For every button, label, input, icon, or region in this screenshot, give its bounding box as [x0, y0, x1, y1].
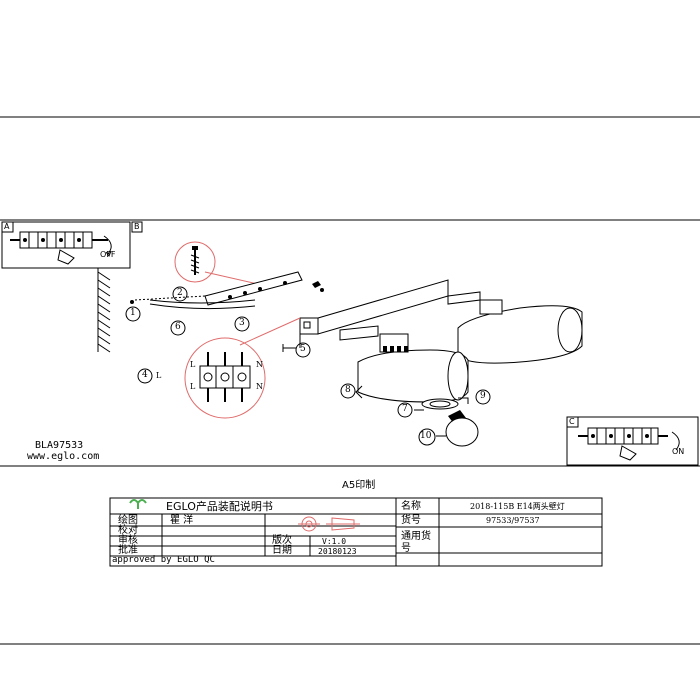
eglo-logo-icon	[129, 499, 147, 509]
goods-no-value: 97533/97537	[486, 516, 540, 525]
step-4: 4	[142, 370, 148, 380]
step-2: 2	[177, 288, 183, 298]
name-value: 2018-115B E14两头壁灯	[470, 502, 565, 511]
label-reviewed: 审核	[118, 535, 138, 546]
wall-hatch	[97, 268, 111, 353]
panel-c-label: C	[569, 417, 575, 426]
bulb-icon	[445, 410, 479, 447]
step-circles	[125, 286, 491, 446]
name-label: 名称	[401, 501, 421, 512]
switch-off-arrow-icon	[103, 235, 112, 255]
panel-a-label: A	[4, 222, 10, 231]
step-9: 9	[480, 391, 486, 401]
lampholder-ring	[421, 398, 459, 410]
approved-note: approved by EGLO QC	[112, 555, 215, 565]
panel-c-switch-state: ON	[672, 447, 685, 456]
mounting-bracket	[130, 271, 324, 310]
terminal-label-n1: N	[256, 360, 263, 369]
panel-b-marker	[131, 221, 143, 233]
projection-symbol-icon	[298, 516, 360, 532]
print-size: A5印制	[342, 480, 376, 491]
title-block-title: EGLO产品装配说明书	[166, 500, 273, 513]
step-3: 3	[239, 318, 245, 328]
lamp-shade-lower	[357, 333, 469, 403]
step-6: 6	[175, 322, 181, 332]
panel-a-switch-state: OFF	[100, 250, 116, 259]
lamp-shade-upper	[457, 299, 583, 364]
label-checked: 校对	[118, 525, 138, 536]
panel-a-switch-off	[1, 221, 131, 269]
label-drawn: 绘图	[118, 515, 138, 526]
lamp-arm-lower	[339, 325, 379, 341]
terminal-detail	[184, 317, 301, 419]
lamp-arm-upper	[447, 291, 481, 305]
terminal-label-l2: L	[156, 371, 162, 380]
switch-on-arrow-icon	[671, 431, 680, 451]
panel-c-switch-on	[566, 416, 699, 466]
step-8-arrow-icon	[355, 385, 363, 399]
date-label: 日期	[272, 545, 292, 556]
step-5: 5	[300, 344, 306, 354]
hand-icon-c	[619, 445, 637, 461]
version-label: 版次	[272, 535, 292, 546]
model-code: BLA97533	[35, 440, 84, 451]
terminal-label-n2: N	[256, 382, 263, 391]
terminal-label-l1: L	[190, 360, 196, 369]
title-block-frame	[109, 497, 603, 567]
drawn-by: 瞿 洋	[170, 515, 194, 526]
hand-icon	[57, 249, 75, 265]
date-value: 20180123	[318, 547, 357, 556]
step-8: 8	[345, 385, 351, 395]
goods-no-label: 货号	[401, 515, 421, 526]
terminal-label-l3: L	[190, 382, 196, 391]
step-7: 7	[402, 404, 408, 414]
label-approved: 批准	[118, 545, 138, 556]
terminal-block-a	[10, 231, 108, 249]
version-value: V:1.0	[322, 537, 347, 546]
step-1: 1	[130, 308, 136, 318]
screw-detail	[174, 241, 263, 286]
step-9-arrow-icon	[458, 397, 469, 404]
panel-b-label: B	[134, 222, 140, 231]
website: www.eglo.com	[27, 451, 100, 462]
step-10: 10	[420, 431, 432, 441]
general-goods-label: 通用货号	[401, 531, 431, 554]
terminal-block-c	[578, 427, 668, 445]
